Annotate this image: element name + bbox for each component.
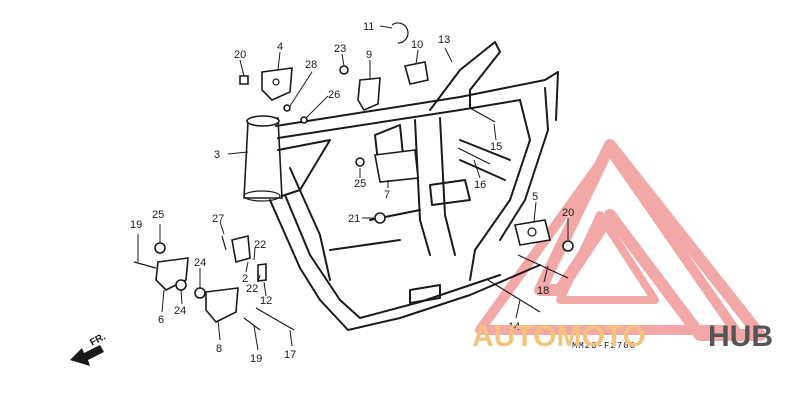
- callout-label: 24: [194, 257, 206, 269]
- callout-label: 24: [174, 305, 186, 317]
- callout-label: 21: [348, 213, 360, 225]
- callout-label: 28: [305, 59, 317, 71]
- callout-label: 14: [508, 321, 520, 333]
- callout-label: 25: [354, 178, 366, 190]
- callout-label: 4: [277, 41, 283, 53]
- part-2: [231, 234, 251, 264]
- callout-label: 26: [328, 89, 340, 101]
- head-tube: [243, 117, 283, 199]
- watermark-text: AUTOMOTO HUB: [472, 320, 773, 353]
- callout-label: 10: [411, 39, 423, 51]
- callout-label: 12: [260, 295, 272, 307]
- callout-label: 7: [384, 189, 390, 201]
- bracket-4: [261, 67, 293, 101]
- callout-label: 23: [334, 43, 346, 55]
- diagram-code: MM23–F2700: [572, 341, 636, 351]
- callout-label: 15: [490, 141, 502, 153]
- callout-label: 5: [532, 191, 538, 203]
- callout-label: 19: [250, 353, 262, 365]
- watermark-part1: AUTOMOTO: [472, 320, 646, 353]
- callout-label: 16: [474, 179, 486, 191]
- callout-label: 20: [234, 49, 246, 61]
- bracket-7: [374, 149, 419, 183]
- leader-lines: [137, 25, 569, 351]
- callout-label: 9: [366, 49, 372, 61]
- callout-label: 19: [130, 219, 142, 231]
- head-tube-top: [246, 115, 280, 127]
- bracket-5: [514, 219, 551, 246]
- callout-label: 18: [537, 285, 549, 297]
- bracket-10: [403, 61, 429, 85]
- callout-label: 22: [246, 283, 258, 295]
- callout-label: 8: [216, 343, 222, 355]
- callout-label: 27: [212, 213, 224, 225]
- callout-label: 25: [152, 209, 164, 221]
- front-direction-indicator: FR.: [70, 331, 108, 366]
- head-tube-bottom: [243, 190, 281, 202]
- callout-label: 6: [158, 314, 164, 326]
- callout-label: 20: [562, 207, 574, 219]
- small-parts: [133, 22, 574, 331]
- callout-label: 11: [363, 21, 374, 33]
- callout-label: 13: [438, 34, 450, 46]
- bracket-9: [357, 77, 381, 112]
- watermark-part2: HUB: [708, 320, 773, 353]
- main-frame: [243, 41, 559, 331]
- arrow-icon: [70, 345, 104, 366]
- bracket-8: [205, 287, 239, 323]
- callout-label: 22: [254, 239, 266, 251]
- direction-label: FR.: [88, 331, 108, 348]
- callout-label: 17: [284, 349, 296, 361]
- callout-label: 2: [242, 273, 248, 285]
- callout-label: 3: [214, 149, 220, 161]
- callout-labels: 20 4 23 9 11 10 13 28 26 3 25 7 16 15 5 …: [130, 21, 574, 365]
